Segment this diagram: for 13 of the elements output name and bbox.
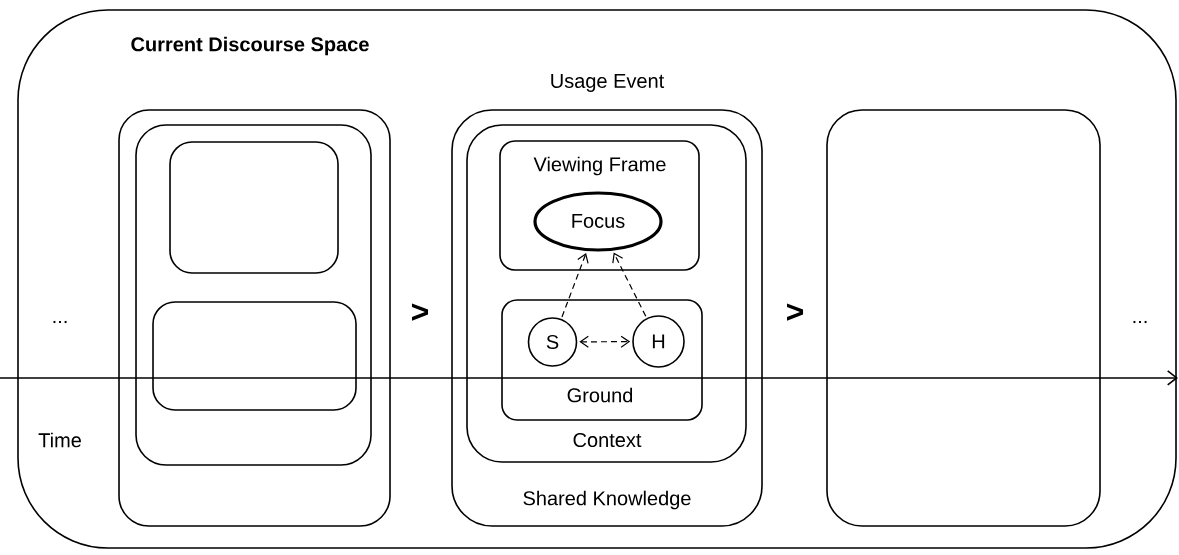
dashed-arrow	[612, 252, 647, 317]
node-label: Usage Event	[551, 74, 665, 92]
rounded-box	[826, 109, 1101, 527]
ellipsis: ...	[1133, 320, 1147, 324]
dashed-arrow	[561, 253, 589, 318]
ellipsis: ...	[53, 320, 67, 324]
rounded-box	[152, 301, 357, 411]
axis-label: Time	[38, 432, 81, 448]
rounded-box	[135, 124, 372, 466]
precedence-sign: >	[412, 303, 429, 321]
rounded-box	[118, 109, 391, 527]
dashed-arrow	[579, 335, 631, 348]
rounded-box	[169, 141, 339, 274]
